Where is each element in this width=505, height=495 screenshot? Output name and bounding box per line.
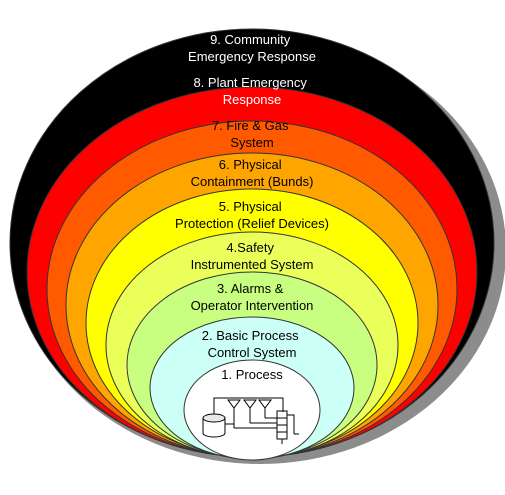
layer-1-label: 1. Process — [221, 367, 283, 382]
layer-9-label: 9. Community Emergency Response — [188, 32, 316, 64]
layer-4-label: 4.Safety Instrumented System — [191, 240, 314, 272]
layer-7-label: 7. Fire & Gas System — [212, 118, 292, 150]
layer-3-label: 3. Alarms & Operator Intervention — [191, 281, 314, 313]
layer-2-label: 2. Basic Process Control System — [202, 328, 302, 360]
storage-tank-icon — [202, 413, 226, 438]
layer-8-label: 8. Plant Emergency Response — [193, 75, 310, 107]
layer-5-label: 5. Physical Protection (Relief Devices) — [175, 199, 329, 231]
layer-1-ring — [183, 359, 321, 461]
control-valve-icon — [227, 399, 272, 409]
process-flow-icon — [202, 397, 299, 444]
layer-6-label: 6. Physical Containment (Bunds) — [191, 157, 314, 189]
